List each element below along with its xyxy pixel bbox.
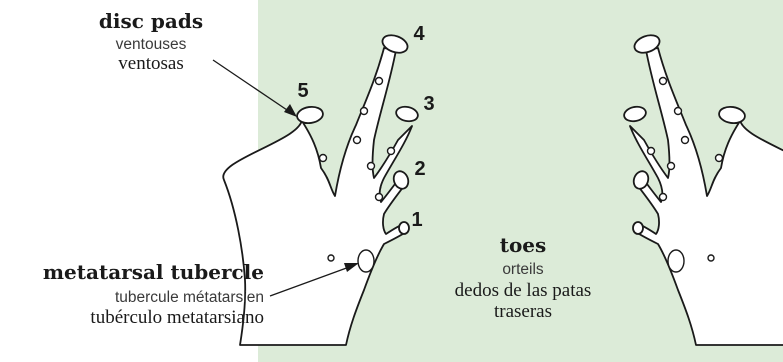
left-tubercle-dot [320,155,327,162]
right-toe-1-pad [633,222,643,234]
left-tubercle-dot [388,148,395,155]
left-tubercle-dot [328,255,334,261]
right-metatarsal-tubercle [668,250,684,272]
right-tubercle-dot [660,194,667,201]
left-tubercle-dot [361,108,368,115]
toe-number-3: 3 [423,93,434,115]
right-tubercle-dot [660,78,667,85]
left-tubercle-dot [368,163,375,170]
left-tubercle-dot [376,194,383,201]
toe-number-4: 4 [413,23,425,45]
disc-pads-label-en: disc pads [99,9,203,33]
toe-number-1: 1 [411,209,422,231]
metatarsal-label-es: tubérculo metatarsiano [90,307,264,328]
metatarsal-label-en: metatarsal tubercle [43,260,264,284]
disc-pads-label-fr: ventouses [116,36,187,53]
metatarsal-label-fr: tubercule métatarsien [115,289,264,306]
toes-label-es-line2: traseras [494,301,552,322]
right-tubercle-dot [682,137,689,144]
right-tubercle-dot [716,155,723,162]
left-tubercle-dot [354,137,361,144]
right-tubercle-dot [708,255,714,261]
right-tubercle-dot [648,148,655,155]
toe-number-5: 5 [297,80,308,102]
toes-label-en: toes [500,233,547,257]
toes-label-es-line1: dedos de las patas [455,280,592,301]
toes-label-fr: orteils [502,261,544,278]
right-tubercle-dot [675,108,682,115]
toe-number-2: 2 [414,158,425,180]
right-tubercle-dot [668,163,675,170]
left-toe-1-pad [399,222,409,234]
left-metatarsal-tubercle [358,250,374,272]
left-tubercle-dot [376,78,383,85]
disc-pads-label-es: ventosas [118,53,183,74]
